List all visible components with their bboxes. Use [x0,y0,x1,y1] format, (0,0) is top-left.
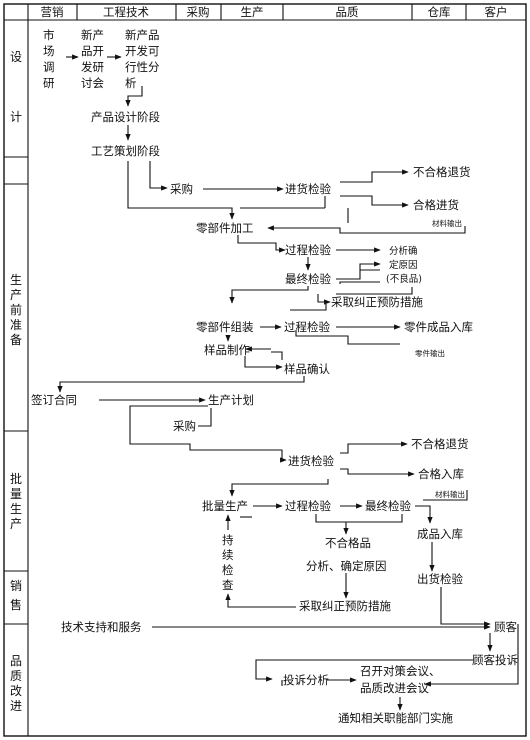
node-sample-confirm: 样品确认 [284,362,330,376]
node-new-product-seminar: 讨会 [81,76,104,90]
node-final-inspection-2: 最终检验 [365,499,411,513]
node-product-design: 产品设计阶段 [91,110,160,124]
node-new-product-seminar: 发研 [81,60,104,74]
node-continuous-check: 续 [222,548,234,562]
phase-preprod-char: 准 [10,318,22,332]
node-reject-return-2: 不合格退货 [411,437,469,451]
phase-design-char: 设 [10,50,22,64]
phase-mass-char: 批 [10,471,22,486]
phase-mass-char: 生 [10,502,22,516]
node-corrective-action-2: 采取纠正预防措施 [299,599,391,613]
node-complaint-analysis: 投诉分析 [283,673,329,687]
node-meetings: 品质改进会议 [360,681,429,695]
connectors [57,54,519,711]
node-in-process-inspection-2: 过程检验 [284,320,330,334]
node-feasibility: 析 [125,76,137,90]
node-reject-return: 不合格退货 [413,165,471,179]
node-nonconforming: 不合格品 [325,536,371,550]
node-corrective-action: 采取纠正预防措施 [331,295,423,309]
node-outgoing-inspection: 出货检验 [417,572,463,586]
node-feasibility: 开发可 [125,44,160,58]
node-notify-departments: 通知相关职能部门实施 [338,711,453,725]
node-feasibility: 行性分 [125,60,160,74]
node-mass-production: 批量生产 [202,499,248,513]
phase-sales-char: 售 [10,597,22,612]
swimlane-grid [3,3,527,737]
node-in-process-inspection: 过程检验 [285,243,331,257]
node-continuous-check: 检 [222,563,234,577]
phase-mass-char: 量 [10,487,22,501]
phase-improve-char: 改 [10,684,22,698]
node-final-inspection: 最终检验 [285,272,331,286]
phase-preprod-char: 前 [10,302,22,317]
phase-labels: 设 计 生 产 前 准 备 批 量 生 产 销 售 品 质 改 进 [10,50,22,713]
node-accept-stock: 合格进货 [413,198,459,212]
node-continuous-check: 查 [222,578,234,592]
node-sign-contract: 签订合同 [31,393,77,407]
header-purchasing: 采购 [187,5,210,19]
header-engineering: 工程技术 [103,5,149,19]
node-continuous-check: 持 [222,533,234,547]
node-customer: 顾客 [494,620,517,634]
flow-nodes: 市 场 调 研 新产 品开 发研 讨会 新产品 开发可 行性分 析 产品设计阶段… [31,28,518,725]
phase-sales-char: 销 [10,579,22,593]
column-headers: 营销 工程技术 采购 生产 品质 仓库 客户 [41,5,508,19]
node-incoming-inspection: 进货检验 [285,182,331,196]
node-market-research: 市 [43,28,55,42]
header-production: 生产 [241,5,264,19]
node-market-research: 场 [43,44,55,58]
phase-mass-char: 产 [10,517,22,531]
node-analyze-cause: (不良品) [386,273,422,285]
node-analyze-cause: 定原因 [389,259,418,271]
node-market-research: 调 [43,60,55,74]
node-parts-assembly: 零部件组装 [196,320,254,334]
node-analyze-cause: 分析确 [389,245,418,257]
node-incoming-inspection-2: 进货检验 [288,454,334,468]
node-new-product-seminar: 新产 [81,28,104,42]
node-production-plan: 生产计划 [208,393,254,407]
phase-improve-char: 品 [10,654,22,668]
phase-improve-char: 质 [10,669,22,683]
phase-preprod-char: 产 [10,288,22,302]
node-parts-finished-stock: 零件成品入库 [404,320,473,334]
phase-preprod-char: 生 [10,273,22,287]
node-material-out: 材料输出 [432,218,462,228]
phase-preprod-char: 备 [10,333,22,347]
node-process-planning: 工艺策划阶段 [91,144,160,158]
header-warehouse: 仓库 [428,5,451,19]
node-market-research: 研 [43,76,55,90]
node-customer-complaint: 顾客投诉 [472,653,518,667]
header-marketing: 营销 [41,5,64,19]
header-quality: 品质 [336,5,359,19]
node-material-out-2: 材料输出 [435,489,465,499]
node-feasibility: 新产品 [125,28,160,42]
phase-design-char: 计 [10,110,22,124]
node-accept-stock-2: 合格入库 [418,467,464,481]
node-finished-stock: 成品入库 [417,527,463,541]
node-parts-out: 零件输出 [415,348,445,358]
node-analyze-cause-2: 分析、确定原因 [306,559,387,573]
phase-improve-char: 进 [10,699,22,713]
node-parts-processing: 零部件加工 [196,221,254,235]
node-in-process-inspection-3: 过程检验 [285,499,331,513]
node-meetings: 召开对策会议、 [360,664,441,678]
node-tech-support: 技术支持和服务 [61,620,142,634]
node-new-product-seminar: 品开 [81,44,104,58]
node-purchase: 采购 [170,182,193,196]
header-customer: 客户 [485,5,508,19]
node-sample-making: 样品制作 [204,343,250,357]
node-purchase-2: 采购 [173,419,196,433]
